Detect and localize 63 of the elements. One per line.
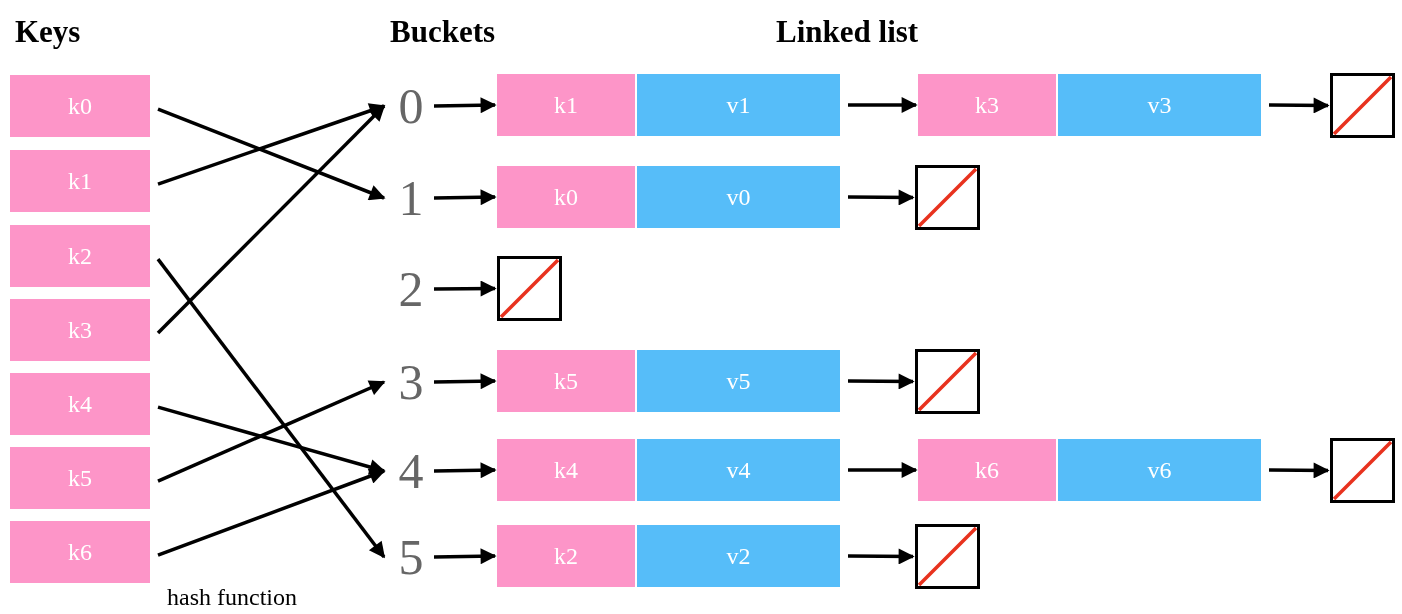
null-pointer-box [1330,73,1395,138]
value-cell: v6 [1058,439,1261,501]
bucket-index: 2 [390,260,432,318]
column-heading: Keys [15,14,81,50]
key-box: k0 [10,75,150,137]
arrow [433,462,497,479]
arrow [157,107,386,201]
key-cell: k0 [497,166,635,228]
arrow [1269,97,1330,114]
value-cell: v2 [637,525,840,587]
key-cell: k5 [497,350,635,412]
value-cell: v1 [637,74,840,136]
key-box: k5 [10,447,150,509]
list-entry [918,439,1261,501]
arrow [433,548,497,565]
key-cell: k4 [497,439,635,501]
arrow [848,548,915,565]
key-box: k6 [10,521,150,583]
key-cell: k2 [497,525,635,587]
column-heading: Buckets [390,14,496,50]
column-heading: Linked list [776,14,919,50]
arrow [848,462,918,478]
arrow [157,380,386,483]
value-cell: v5 [637,350,840,412]
key-cell: k3 [918,74,1056,136]
value-cell: v4 [637,439,840,501]
bucket-index: 3 [390,353,432,411]
value-cell: v3 [1058,74,1261,136]
list-entry [497,525,840,587]
null-pointer-box [915,349,980,414]
arrow [156,258,386,559]
arrow [157,468,386,557]
bucket-index: 1 [390,169,432,227]
null-pointer-box [915,165,980,230]
key-box: k2 [10,225,150,287]
list-entry [497,439,840,501]
key-box: k3 [10,299,150,361]
arrow [848,97,918,113]
arrow [848,189,915,206]
arrow [157,405,386,475]
list-entry [497,350,840,412]
bucket-index: 5 [390,528,432,586]
arrow [433,189,497,206]
list-entry [497,166,840,228]
key-cell: k6 [918,439,1056,501]
list-entry [918,74,1261,136]
bucket-index: 4 [390,442,432,500]
arrow [156,104,386,335]
arrow [1269,462,1330,479]
null-pointer-box [1330,438,1395,503]
arrow [434,280,497,297]
key-cell: k1 [497,74,635,136]
caption-text: hash function [167,584,297,611]
arrow [433,97,497,114]
arrow [848,373,915,390]
bucket-index: 0 [390,77,432,135]
null-pointer-box [497,256,562,321]
list-entry [497,74,840,136]
null-pointer-box [915,524,980,589]
arrow [433,373,497,390]
value-cell: v0 [637,166,840,228]
key-box: k4 [10,373,150,435]
key-box: k1 [10,150,150,212]
